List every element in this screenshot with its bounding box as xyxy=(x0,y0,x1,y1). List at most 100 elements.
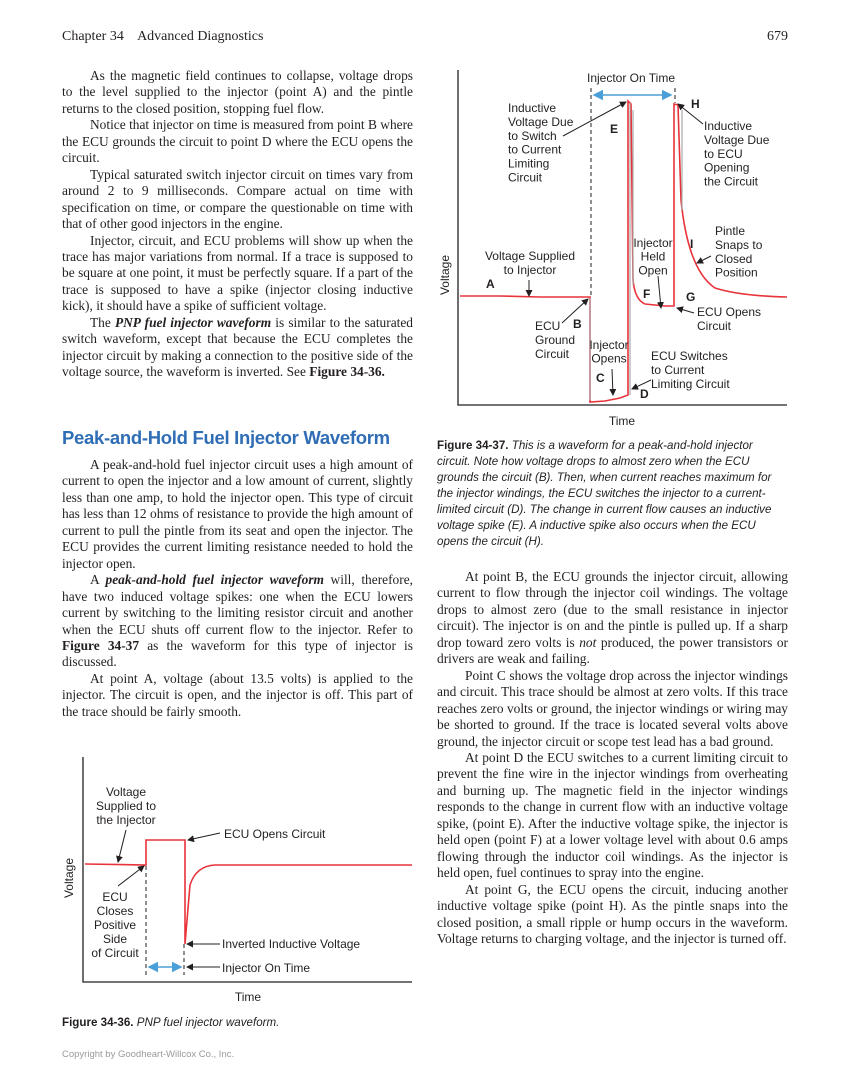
point-g-label: G xyxy=(686,290,695,304)
label-ecu-closes: Closes xyxy=(97,904,134,918)
point-b-label: B xyxy=(573,317,582,331)
right-column-text: At point B, the ECU grounds the injector… xyxy=(437,569,788,947)
label-inductive-switch: to Current xyxy=(508,143,562,157)
text-run: At point A, voltage (about 13.5 volts) i… xyxy=(62,670,413,719)
running-header: Chapter 34 Advanced Diagnostics xyxy=(62,29,263,45)
text-run: At point D the ECU switches to a current… xyxy=(437,749,788,881)
label-inductive-switch: Circuit xyxy=(508,171,543,185)
label-inductive-switch: to Switch xyxy=(508,129,557,143)
point-d-label: D xyxy=(640,387,649,401)
label-inverted-inductive: Inverted Inductive Voltage xyxy=(222,937,360,951)
paragraph: At point B, the ECU grounds the injector… xyxy=(437,569,788,668)
figure-37-y-axis-label: Voltage xyxy=(438,255,452,295)
paragraph: The PNP fuel injector waveform is simila… xyxy=(62,315,413,381)
chapter-title: Advanced Diagnostics xyxy=(137,29,264,44)
label-ecu-ground: ECU xyxy=(535,319,560,333)
left-column-top-text: As the magnetic field continues to colla… xyxy=(62,68,413,381)
figure-37-caption: Figure 34-37. This is a waveform for a p… xyxy=(437,438,789,550)
label-injector-on-time: Injector On Time xyxy=(222,961,310,975)
chapter-number: Chapter 34 xyxy=(62,29,124,44)
label-ecu-ground: Circuit xyxy=(535,347,570,361)
text-run: as the waveform for this type of injecto… xyxy=(62,637,413,670)
text-run: Injector, circuit, and ECU problems will… xyxy=(62,232,413,314)
label-ecu-switches: to Current xyxy=(651,363,705,377)
paragraph: Typical saturated switch injector circui… xyxy=(62,167,413,233)
label-injector-held-open: Held xyxy=(641,250,666,264)
figure-37-leaders xyxy=(525,101,712,396)
figure-36-caption-text: PNP fuel injector waveform. xyxy=(136,1016,280,1029)
label-inductive-opening: Opening xyxy=(704,161,749,175)
text-run: not xyxy=(579,634,597,650)
label-ecu-closes: of Circuit xyxy=(91,946,139,960)
figure-36-leaders xyxy=(116,829,221,971)
section-heading: Peak-and-Hold Fuel Injector Waveform xyxy=(62,427,390,448)
paragraph: Injector, circuit, and ECU problems will… xyxy=(62,233,413,315)
paragraph: Point C shows the voltage drop across th… xyxy=(437,668,788,750)
figure-36-axes xyxy=(82,757,412,983)
label-inductive-switch: Inductive xyxy=(508,101,556,115)
figure-36-caption: Figure 34-36. PNP fuel injector waveform… xyxy=(62,1015,279,1031)
figure-labels: Injector On TimeTimeVoltageInductiveVolt… xyxy=(62,71,770,1004)
text-run: will, therefore, have two induced voltag… xyxy=(62,572,413,637)
label-ecu-ground: Ground xyxy=(535,333,575,347)
figure-36-chart xyxy=(82,757,412,983)
paragraph: A peak-and-hold fuel injector waveform w… xyxy=(62,572,413,671)
figure-36-y-axis-label: Voltage xyxy=(62,858,76,898)
label-ecu-opens-circuit: ECU Opens Circuit xyxy=(224,827,326,841)
label-injector-opens: Opens xyxy=(591,352,626,366)
label-pintle-snaps: Closed xyxy=(715,252,752,266)
figure-37-number: Figure 34-37. xyxy=(437,439,509,452)
figure-36-dashed-lines xyxy=(145,866,185,975)
left-column-bottom-text: A peak-and-hold fuel injector circuit us… xyxy=(62,457,413,720)
point-h-label: H xyxy=(691,97,700,111)
text-run: Figure 34-36. xyxy=(309,364,385,380)
paragraph: At point A, voltage (about 13.5 volts) i… xyxy=(62,671,413,720)
text-run: PNP fuel injector waveform xyxy=(114,314,272,330)
label-pintle-snaps: Pintle xyxy=(715,224,745,238)
text-run: At point G, the ECU opens the circuit, i… xyxy=(437,881,788,946)
text-run: A xyxy=(90,572,106,588)
paragraph: Notice that injector on time is measured… xyxy=(62,117,413,166)
text-run: Typical saturated switch injector circui… xyxy=(62,166,413,232)
figure-37-caption-text: This is a waveform for a peak-and-hold i… xyxy=(437,439,772,548)
figure-37-x-axis-label: Time xyxy=(609,414,636,428)
text-run: produced, the power transistors or drive… xyxy=(437,634,789,667)
copyright: Copyright by Goodheart-Willcox Co., Inc. xyxy=(62,1049,235,1060)
figure-37-on-time-label: Injector On Time xyxy=(587,71,675,85)
figure-36-x-axis-label: Time xyxy=(235,990,262,1004)
label-ecu-closes: Side xyxy=(103,932,127,946)
text-run: The xyxy=(90,314,115,330)
text-run: Point C shows the voltage drop across th… xyxy=(437,667,788,749)
paragraph: At point G, the ECU opens the circuit, i… xyxy=(437,882,788,948)
label-injector-opens: Injector xyxy=(589,338,628,352)
text-run: A peak-and-hold fuel injector circuit us… xyxy=(62,457,413,571)
label-voltage-supplied: Voltage Supplied xyxy=(485,249,575,263)
text-run: Notice that injector on time is measured… xyxy=(62,117,413,166)
figure-37-trace-gray xyxy=(589,103,683,400)
figure-37-axes xyxy=(457,70,787,406)
label-inductive-opening: to ECU xyxy=(704,147,743,161)
label-injector-held-open: Open xyxy=(638,263,667,277)
label-ecu-opens: Circuit xyxy=(697,319,732,333)
figure-36-number: Figure 34-36. xyxy=(62,1016,134,1029)
label-inductive-opening: Inductive xyxy=(704,119,752,133)
label-pintle-snaps: Snaps to xyxy=(715,238,763,252)
point-f-label: F xyxy=(643,287,650,301)
figure-36-trace xyxy=(84,839,412,945)
point-i-label: I xyxy=(690,237,693,251)
label-injector-held-open: Injector xyxy=(633,236,672,250)
label-ecu-opens: ECU Opens xyxy=(697,305,761,319)
label-inductive-switch: Limiting xyxy=(508,157,549,171)
page-number: 679 xyxy=(767,29,788,44)
label-inductive-opening: Voltage Due xyxy=(704,133,770,147)
label-ecu-switches: Limiting Circuit xyxy=(651,377,730,391)
label-voltage-supplied: the Injector xyxy=(96,813,155,827)
point-e-label: E xyxy=(610,122,618,136)
paragraph: At point D the ECU switches to a current… xyxy=(437,750,788,882)
point-a-label: A xyxy=(486,277,495,291)
text-run: peak-and-hold fuel injector waveform xyxy=(105,572,324,588)
label-ecu-closes: Positive xyxy=(94,918,136,932)
label-voltage-supplied: to Injector xyxy=(504,263,557,277)
label-inductive-opening: the Circuit xyxy=(704,175,759,189)
label-voltage-supplied: Supplied to xyxy=(96,799,156,813)
